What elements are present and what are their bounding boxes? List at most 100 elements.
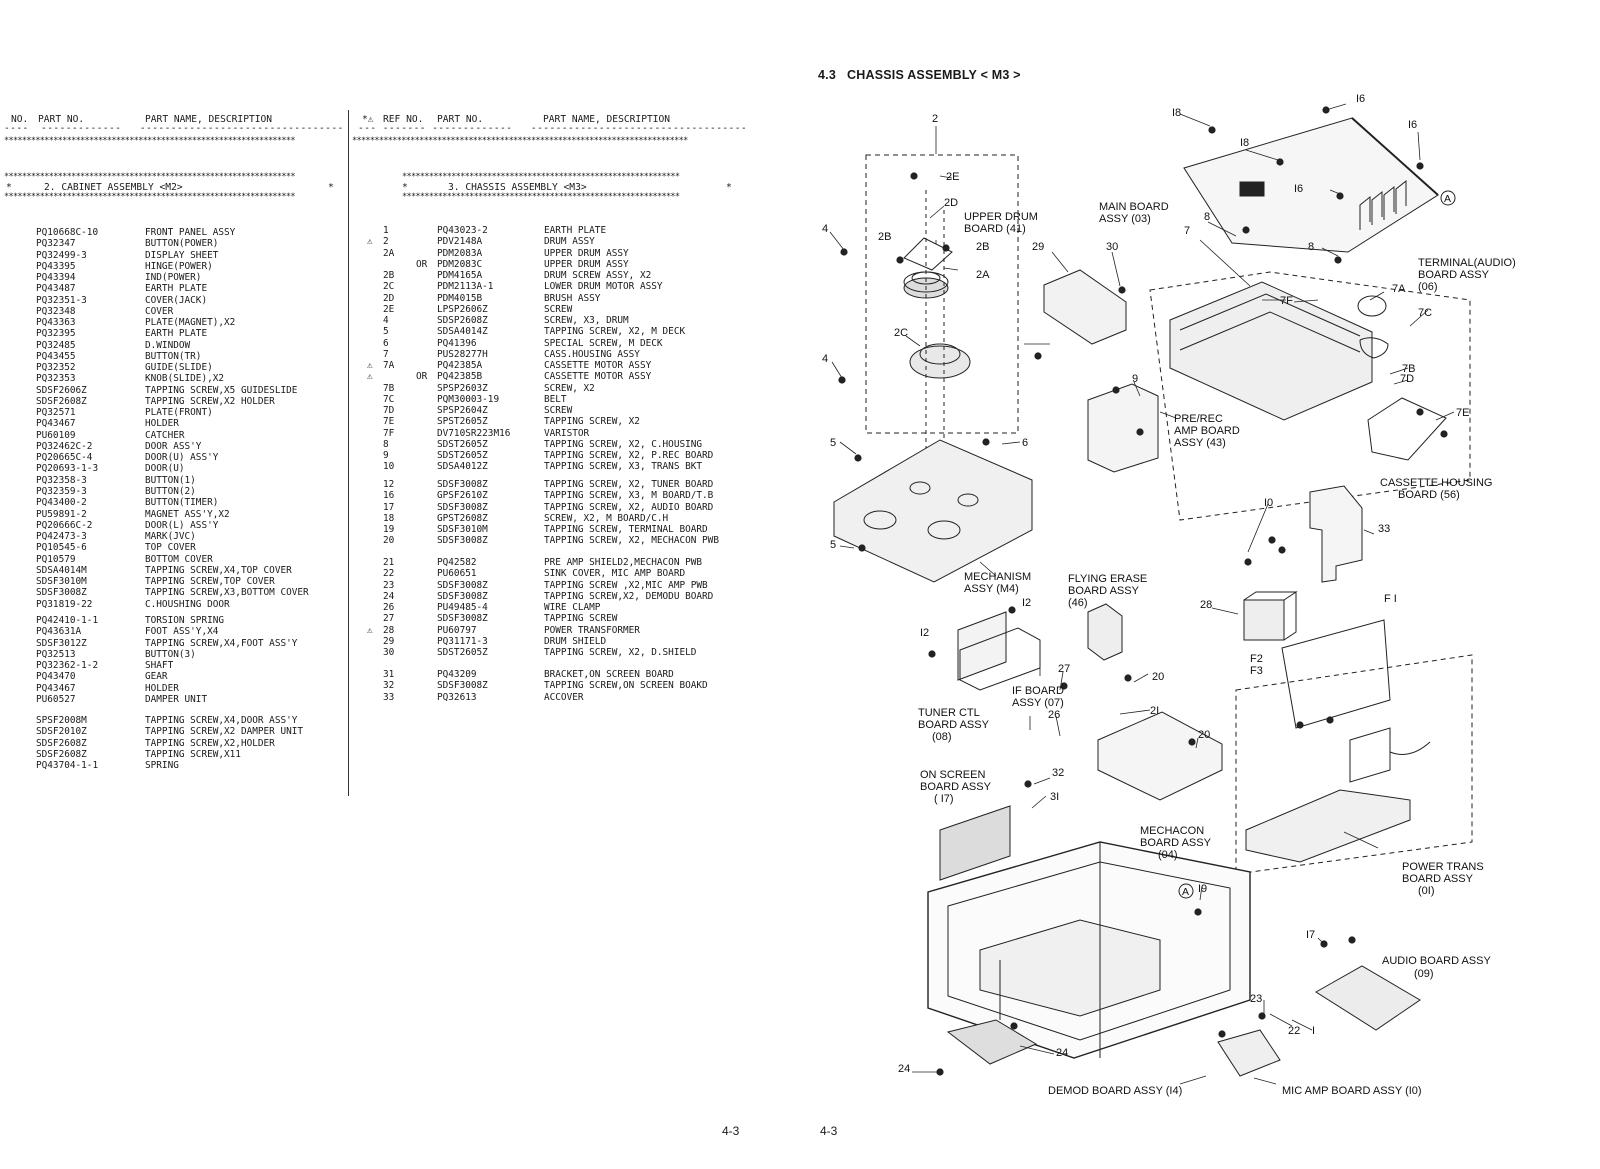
part-description: TAPPING SCREW ,X2,MIC AMP PWB: [544, 579, 708, 591]
cabinet-title-right-star: *: [328, 182, 334, 193]
label-upper-drum-1: UPPER DRUM: [964, 211, 1038, 223]
part-description: SCREW, X3, DRUM: [544, 315, 629, 327]
callout-number: 2D: [944, 197, 958, 209]
part-number: SDSF3008Z: [437, 590, 488, 602]
ref-number: 1: [383, 225, 389, 236]
label-onscreen-2: BOARD ASSY: [920, 781, 992, 793]
part-description: DOOR(U): [145, 463, 185, 475]
tuner-board-shape: [957, 611, 1007, 681]
part-description: TAPPING SCREW,X5 GUIDESLIDE: [145, 384, 298, 396]
part-description: SCREW, X2: [544, 382, 595, 394]
label-mechacon-3: (04): [1158, 849, 1178, 861]
cassette-housing-dashed-box: [1149, 271, 1471, 521]
part-description: MARK(JVC): [145, 531, 196, 543]
part-description: TOP COVER: [145, 542, 196, 554]
chassis-stars-top: ****************************************…: [352, 136, 688, 146]
ref-number: 20: [383, 535, 395, 547]
upper-drum-board-shape: [903, 237, 953, 271]
belt-shape: [1359, 337, 1389, 359]
part-number: PQ32348: [36, 305, 76, 317]
drum-shield-shape: [1043, 269, 1127, 345]
label-prerec-1: PRE/REC: [1174, 413, 1223, 425]
label-terminal-2: BOARD ASSY: [1418, 269, 1490, 281]
ref-number: 18: [383, 512, 395, 524]
callout-number: I7: [1306, 929, 1315, 941]
callout-number: 24: [898, 1063, 910, 1075]
part-description: DISPLAY SHEET: [145, 249, 219, 261]
leader-lines: [829, 103, 1455, 1085]
part-description: CASSETTE MOTOR ASSY: [544, 360, 652, 372]
part-description: TAPPING SCREW, X3, M BOARD/T.B: [544, 490, 714, 502]
part-number: SDSF3008Z: [437, 579, 488, 591]
part-description: TAPPING SCREW,X4,FOOT ASS'Y: [145, 637, 298, 649]
ref-number: 6: [383, 337, 389, 349]
chassis-col-ref: REF NO.: [383, 114, 424, 125]
callout-number: 9: [1132, 373, 1138, 385]
callout-number: 27: [1058, 663, 1070, 675]
part-number: GPST2608Z: [437, 512, 488, 524]
part-number: PQ42582: [437, 557, 477, 568]
main-chassis-frame-shape: [927, 841, 1251, 1059]
part-number: PQ31819-22: [36, 598, 93, 610]
label-f1: F I: [1384, 593, 1397, 605]
label-f3: F3: [1250, 665, 1263, 677]
part-description: FRONT PANEL ASSY: [145, 227, 236, 238]
part-description: LOWER DRUM MOTOR ASSY: [544, 281, 663, 293]
label-audio-1: AUDIO BOARD ASSY: [1382, 955, 1491, 967]
part-description: BELT: [544, 393, 567, 405]
ref-number: 28: [383, 624, 395, 636]
label-cassette-2: BOARD (56): [1398, 489, 1460, 501]
part-description: IND(POWER): [145, 272, 202, 284]
cassette-housing-board-shape: [1367, 397, 1447, 461]
part-number: PDM2113A-1: [437, 281, 494, 293]
part-number: SDSF3008Z: [437, 501, 488, 513]
ac-cover-shape: [1309, 485, 1363, 583]
label-mechacon-1: MECHACON: [1140, 825, 1204, 837]
callout-number: 2C: [894, 327, 908, 339]
label-main-board-1: MAIN BOARD: [1099, 201, 1169, 213]
part-number: PQ32352: [36, 362, 76, 374]
part-number: PQ43395: [36, 260, 76, 272]
callout-number: 22: [1288, 1025, 1300, 1037]
part-number: PQ43704-1-1: [36, 760, 99, 772]
part-number: SPSP2603Z: [437, 382, 488, 394]
ref-number: 7D: [383, 405, 395, 417]
part-description: UPPER DRUM ASSY: [544, 258, 629, 270]
callout-number: 5: [830, 539, 836, 551]
chassis-title: 3. CHASSIS ASSEMBLY <M3>: [448, 182, 587, 193]
part-number: PQM30003-19: [437, 393, 500, 405]
part-number: PQ32362-1-2: [36, 660, 99, 672]
callout-number: I9: [1198, 883, 1207, 895]
callout-number: 2B: [976, 241, 989, 253]
ref-number: 2C: [383, 281, 395, 293]
cabinet-stars-top: ****************************************…: [4, 136, 296, 146]
part-description: CASSETTE MOTOR ASSY: [544, 371, 652, 383]
part-description: TAPPING SCREW,ON SCREEN BOAKD: [544, 680, 708, 692]
part-description: BOTTOM COVER: [145, 553, 213, 565]
part-description: BRACKET,ON SCREEN BOARD: [544, 669, 674, 680]
callout-number: 7F: [1280, 295, 1293, 307]
part-number: PQ32358-3: [36, 474, 87, 486]
column-divider: [348, 110, 349, 796]
part-description: DRUM SCREW ASSY, X2: [544, 270, 652, 282]
part-number: SDSF3012Z: [36, 637, 87, 649]
part-description: CATCHER: [145, 429, 185, 441]
ref-number: 16: [383, 490, 395, 502]
part-number: PQ32462C-2: [36, 440, 93, 452]
callout-number: 7C: [1418, 307, 1432, 319]
part-number: SDSP2608Z: [437, 315, 488, 327]
part-description: TAPPING SCREW, TERMINAL BOARD: [544, 524, 708, 536]
part-description: TAPPING SCREW,X11: [145, 748, 241, 760]
ref-number: 19: [383, 524, 395, 536]
callout-number: 28: [1200, 599, 1212, 611]
ac-cord-shape: [1349, 727, 1431, 783]
part-number: PQ20665C-4: [36, 452, 93, 464]
callout-number: 6: [1022, 437, 1028, 449]
diagram-title: 4.3 CHASSIS ASSEMBLY < M3 >: [818, 68, 1021, 82]
lower-drum-motor-shape: [909, 345, 971, 379]
screws: [838, 106, 1448, 1076]
part-description: DOOR(L) ASS'Y: [145, 519, 219, 531]
part-description: TAPPING SCREW, X2: [544, 416, 640, 428]
main-board-shape: [1183, 117, 1439, 253]
label-tuner-2: BOARD ASSY: [918, 719, 990, 731]
